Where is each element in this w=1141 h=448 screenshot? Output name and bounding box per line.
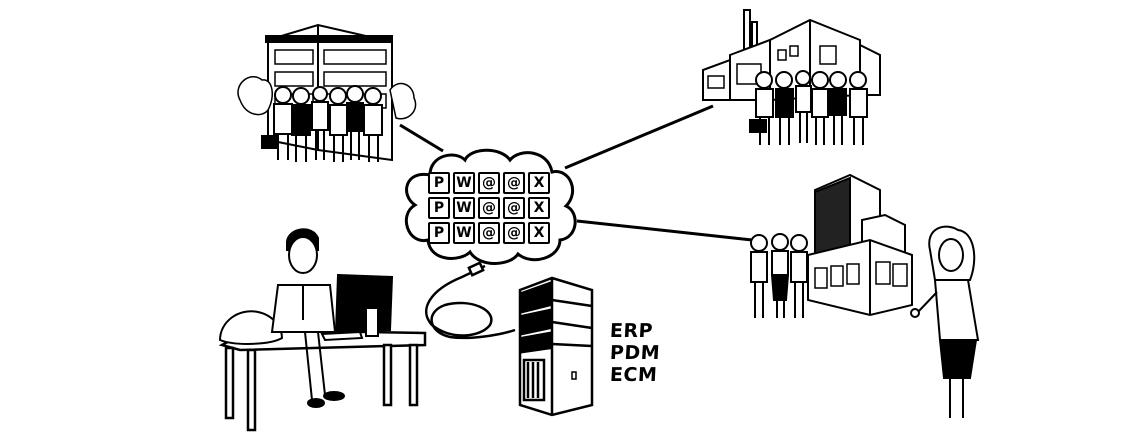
edge-headquarters-cloud (399, 123, 444, 153)
office-staff-group-icon (750, 233, 808, 318)
headquarters-staff-group-icon (261, 85, 383, 162)
app-icon-x: X (528, 172, 550, 194)
server-tower-icon (518, 276, 594, 417)
office-building-icon (807, 173, 913, 317)
app-icon-at: @ (478, 222, 500, 244)
presenter-woman-icon (910, 225, 980, 418)
app-icon-w: W (453, 222, 475, 244)
app-icon-at: @ (503, 222, 525, 244)
app-icon-at: @ (503, 172, 525, 194)
cloud-app-icon-grid: P W @ @ X P W @ @ X P W @ @ X (428, 172, 550, 244)
employee-at-desk-icon (270, 228, 345, 408)
app-icon-p: P (428, 222, 450, 244)
label-erp: ERP (609, 320, 654, 342)
app-icon-w: W (453, 197, 475, 219)
label-ecm: ECM (609, 364, 658, 386)
app-icon-x: X (528, 197, 550, 219)
server-system-labels: ERP PDM ECM (609, 320, 661, 386)
headquarters-trees-icon (237, 76, 417, 120)
app-icon-at: @ (478, 172, 500, 194)
app-icon-w: W (453, 172, 475, 194)
network-cable-icon (425, 261, 516, 340)
app-icon-p: P (428, 172, 450, 194)
app-icon-at: @ (478, 197, 500, 219)
computer-monitor-icon (320, 273, 394, 342)
app-icon-x: X (528, 222, 550, 244)
edge-cloud-office (576, 219, 753, 242)
factory-staff-group-icon (749, 70, 868, 145)
label-pdm: PDM (609, 342, 661, 364)
app-icon-p: P (428, 197, 450, 219)
app-icon-at: @ (503, 197, 525, 219)
edge-cloud-factory (564, 104, 714, 170)
